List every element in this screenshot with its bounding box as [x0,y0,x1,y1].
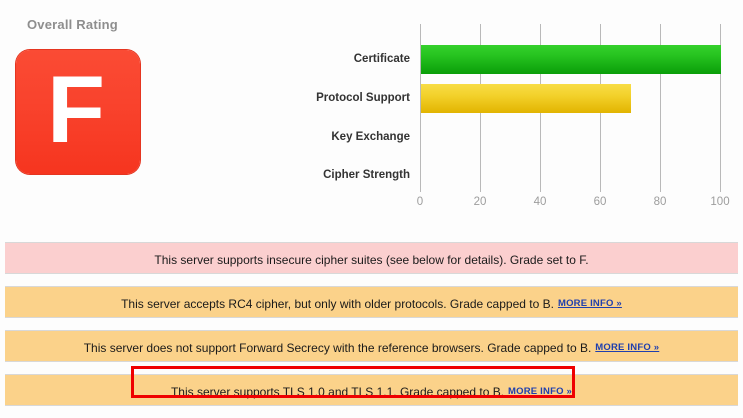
x-tick-0 [420,184,421,192]
x-tick-label-80: 80 [653,196,667,208]
x-tick-label-60: 60 [593,196,607,208]
x-tick-60 [600,184,601,192]
alert-row: This server supports TLS 1.0 and TLS 1.1… [5,366,738,406]
chart-label-protocol-support: Protocol Support [316,92,410,104]
x-tick-40 [540,184,541,192]
gridline-100 [720,24,721,184]
chart-plot-area [420,24,721,184]
x-tick-label-100: 100 [710,196,730,208]
score-bar-chart: Certificate Protocol Support Key Exchang… [260,24,730,224]
x-tick-20 [480,184,481,192]
bar-certificate [421,45,721,74]
alert-list: This server supports insecure cipher sui… [0,242,743,418]
chart-label-key-exchange: Key Exchange [331,131,410,143]
bar-protocol-support [421,84,631,113]
x-tick-80 [660,184,661,192]
x-tick-label-0: 0 [416,196,424,208]
x-tick-100 [720,184,721,192]
x-tick-label-40: 40 [533,196,547,208]
chart-label-cipher-strength: Cipher Strength [323,169,410,181]
chart-label-certificate: Certificate [353,53,410,65]
more-info-link[interactable]: MORE INFO » [595,341,660,353]
alert-row: This server does not support Forward Sec… [5,330,738,362]
page-title: Overall Rating [27,17,118,32]
x-tick-label-20: 20 [473,196,487,208]
alert-message: This server supports insecure cipher sui… [154,252,589,267]
alert-message: This server supports TLS 1.0 and TLS 1.1… [170,384,505,399]
grade-badge: F [16,50,140,174]
grade-letter: F [46,56,106,163]
alert-row: This server supports insecure cipher sui… [5,242,738,274]
alert-message: This server accepts RC4 cipher, but only… [121,296,554,311]
more-info-link[interactable]: MORE INFO » [508,385,573,397]
more-info-link[interactable]: MORE INFO » [557,297,622,309]
gridline-80 [660,24,661,184]
alert-row: This server accepts RC4 cipher, but only… [5,286,738,318]
chart-x-axis: 0 20 40 60 80 100 [416,184,730,214]
overall-rating-panel: Overall Rating F Certificate Protocol Su… [16,17,730,224]
alert-message: This server does not support Forward Sec… [83,340,592,355]
chart-category-labels: Certificate Protocol Support Key Exchang… [260,24,410,184]
gridline-0 [420,24,421,184]
